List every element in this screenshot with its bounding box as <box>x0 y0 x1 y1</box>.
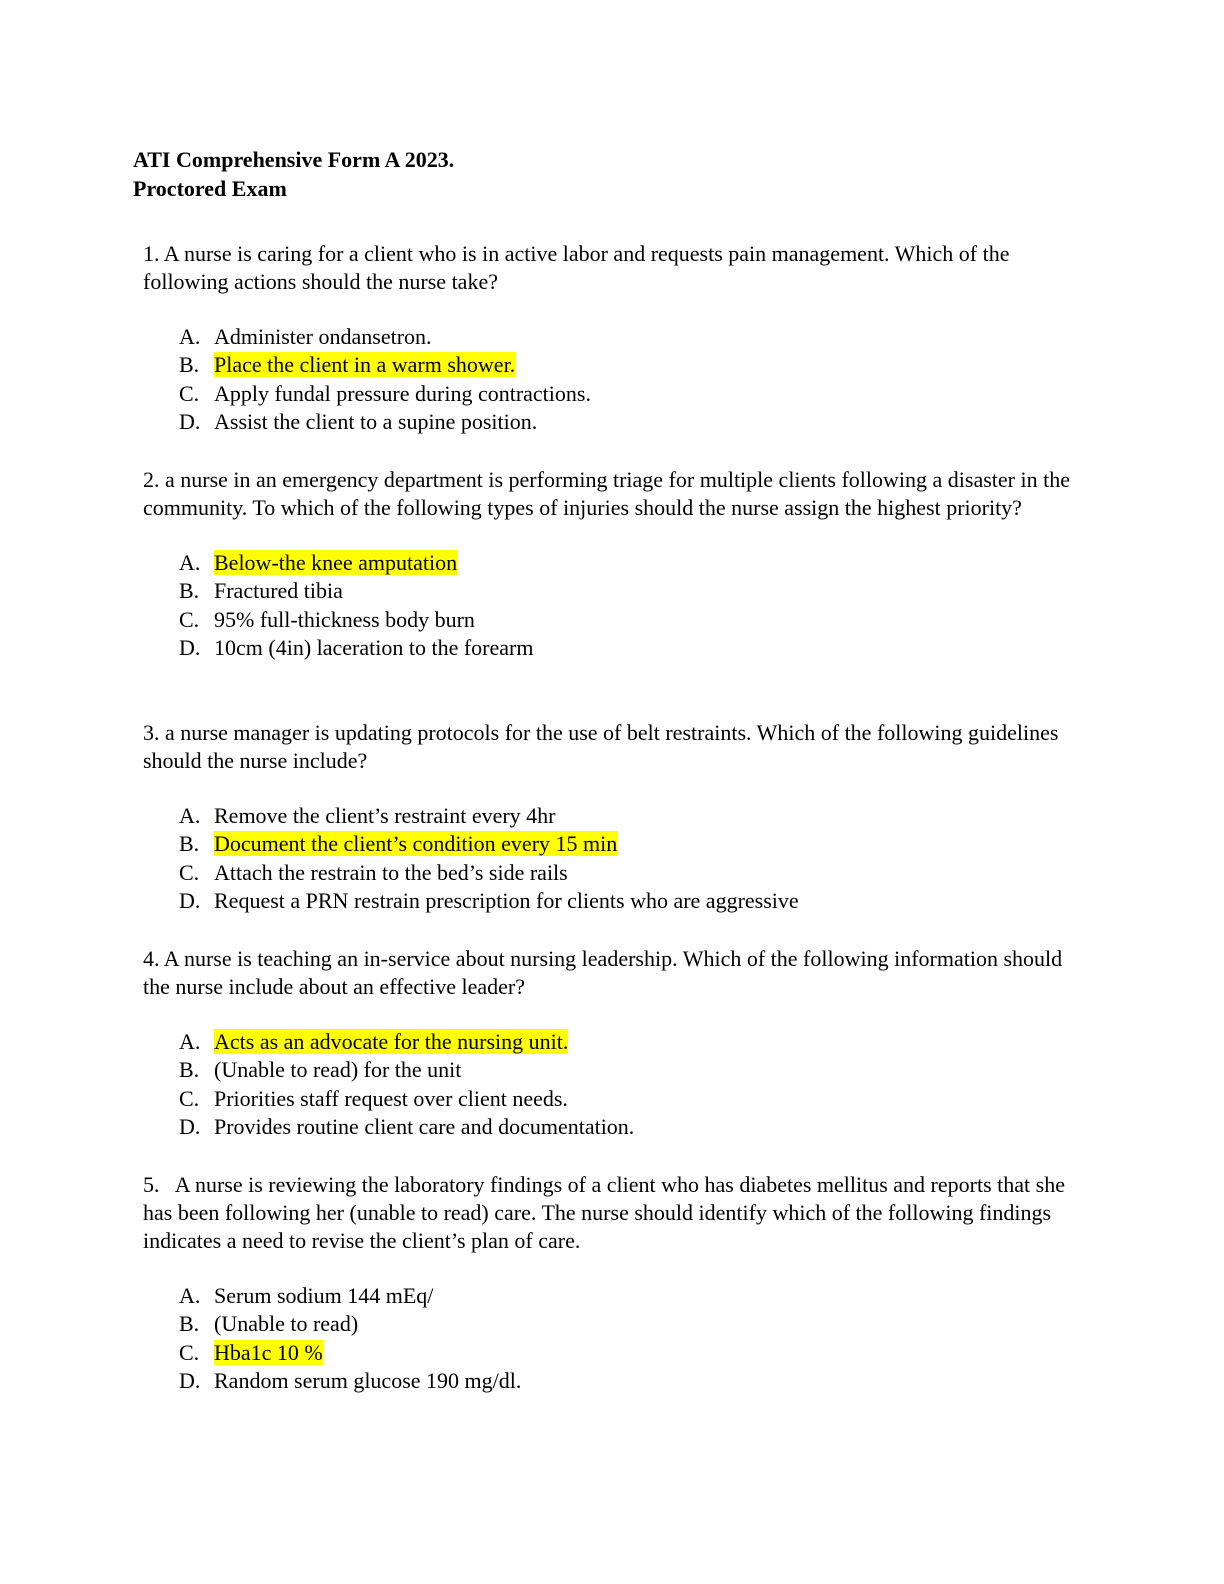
option-text: Serum sodium 144 mEq/ <box>214 1283 434 1308</box>
answer-options: A. Serum sodium 144 mEq/ B. (Unable to r… <box>143 1282 1083 1395</box>
option-letter: A. <box>179 550 201 575</box>
answer-options: A. Remove the client’s restraint every 4… <box>143 802 1083 915</box>
question-text: 2. a nurse in an emergency department is… <box>143 467 1070 520</box>
answer-option-a: A. Serum sodium 144 mEq/ <box>143 1282 1083 1310</box>
question-text: 1. A nurse is caring for a client who is… <box>143 241 1010 294</box>
option-text: (Unable to read) <box>214 1311 359 1337</box>
option-letter: B. <box>179 831 200 857</box>
option-letter: C. <box>179 859 200 885</box>
answer-option-a: A. Remove the client’s restraint every 4… <box>143 802 1083 830</box>
answer-option-d: D. Assist the client to a supine positio… <box>143 408 1083 436</box>
option-text: Attach the restrain to the bed’s side ra… <box>214 859 568 885</box>
question-text: 4. A nurse is teaching an in-service abo… <box>143 946 1063 999</box>
answer-option-d: D. 10cm (4in) laceration to the forearm <box>143 634 1083 662</box>
highlighted-answer: Place the client in a warm shower. <box>214 352 516 378</box>
highlighted-answer: Document the client’s condition every 15… <box>214 831 618 857</box>
option-letter: A. <box>179 1283 201 1308</box>
option-text: Random serum glucose 190 mg/dl. <box>214 1367 522 1393</box>
answer-option-a: A. Administer ondansetron. <box>143 323 1083 351</box>
option-text: (Unable to read) for the unit <box>214 1057 462 1083</box>
question-2: 2. a nurse in an emergency department is… <box>143 466 1083 662</box>
answer-option-d: D. Provides routine client care and docu… <box>143 1113 1083 1141</box>
question-3: 3. a nurse manager is updating protocols… <box>143 719 1083 915</box>
answer-options: A. Below-the knee amputation B. Fracture… <box>143 549 1083 662</box>
option-letter: C. <box>179 1339 200 1365</box>
option-text: Priorities staff request over client nee… <box>214 1085 568 1111</box>
answer-options: A. Acts as an advocate for the nursing u… <box>143 1028 1083 1141</box>
option-letter: D. <box>179 1367 201 1393</box>
option-text: Fractured tibia <box>214 578 343 604</box>
option-letter: D. <box>179 1113 201 1139</box>
answer-option-c: C. Hba1c 10 % <box>143 1339 1083 1367</box>
option-text: Remove the client’s restraint every 4hr <box>214 803 556 828</box>
answer-option-b: B. Fractured tibia <box>143 577 1083 605</box>
option-text: Provides routine client care and documen… <box>214 1113 635 1139</box>
answer-option-a: A. Below-the knee amputation <box>143 549 1083 577</box>
option-letter: B. <box>179 352 200 378</box>
answer-option-b: B. (Unable to read) <box>143 1310 1083 1338</box>
option-letter: C. <box>179 1085 200 1111</box>
option-letter: A. <box>179 324 201 349</box>
option-letter: D. <box>179 408 201 434</box>
question-text: 5. A nurse is reviewing the laboratory f… <box>143 1172 1071 1253</box>
option-text: Administer ondansetron. <box>214 324 432 349</box>
option-text: 10cm (4in) laceration to the forearm <box>214 634 534 660</box>
question-1: 1. A nurse is caring for a client who is… <box>143 240 1083 436</box>
answer-option-b: B. Document the client’s condition every… <box>143 830 1083 858</box>
option-letter: C. <box>179 380 200 406</box>
answer-option-b: B. (Unable to read) for the unit <box>143 1056 1083 1084</box>
answer-option-c: C. Priorities staff request over client … <box>143 1085 1083 1113</box>
answer-option-a: A. Acts as an advocate for the nursing u… <box>143 1028 1083 1056</box>
option-letter: B. <box>179 578 200 604</box>
title-line-1: ATI Comprehensive Form A 2023. <box>133 147 455 172</box>
option-letter: A. <box>179 1029 201 1054</box>
question-text: 3. a nurse manager is updating protocols… <box>143 720 1059 773</box>
answer-option-c: C. Apply fundal pressure during contract… <box>143 380 1083 408</box>
answer-options: A. Administer ondansetron. B. Place the … <box>143 323 1083 436</box>
answer-option-c: C. 95% full-thickness body burn <box>143 606 1083 634</box>
option-letter: C. <box>179 606 200 632</box>
answer-option-d: D. Request a PRN restrain prescription f… <box>143 887 1083 915</box>
option-letter: B. <box>179 1057 200 1083</box>
option-letter: D. <box>179 634 201 660</box>
document-title: ATI Comprehensive Form A 2023. Proctored… <box>133 145 454 203</box>
answer-option-b: B. Place the client in a warm shower. <box>143 351 1083 379</box>
option-letter: B. <box>179 1311 200 1337</box>
answer-option-d: D. Random serum glucose 190 mg/dl. <box>143 1367 1083 1395</box>
question-4: 4. A nurse is teaching an in-service abo… <box>143 945 1083 1141</box>
option-text: Request a PRN restrain prescription for … <box>214 887 799 913</box>
question-5: 5. A nurse is reviewing the laboratory f… <box>143 1171 1083 1395</box>
option-text: 95% full-thickness body burn <box>214 606 475 632</box>
option-text: Apply fundal pressure during contraction… <box>214 380 591 406</box>
option-letter: A. <box>179 803 201 828</box>
answer-option-c: C. Attach the restrain to the bed’s side… <box>143 859 1083 887</box>
option-text: Assist the client to a supine position. <box>214 408 538 434</box>
highlighted-answer: Hba1c 10 % <box>214 1339 323 1365</box>
highlighted-answer: Acts as an advocate for the nursing unit… <box>214 1029 569 1054</box>
option-letter: D. <box>179 887 201 913</box>
highlighted-answer: Below-the knee amputation <box>214 550 458 575</box>
title-line-2: Proctored Exam <box>133 176 287 201</box>
